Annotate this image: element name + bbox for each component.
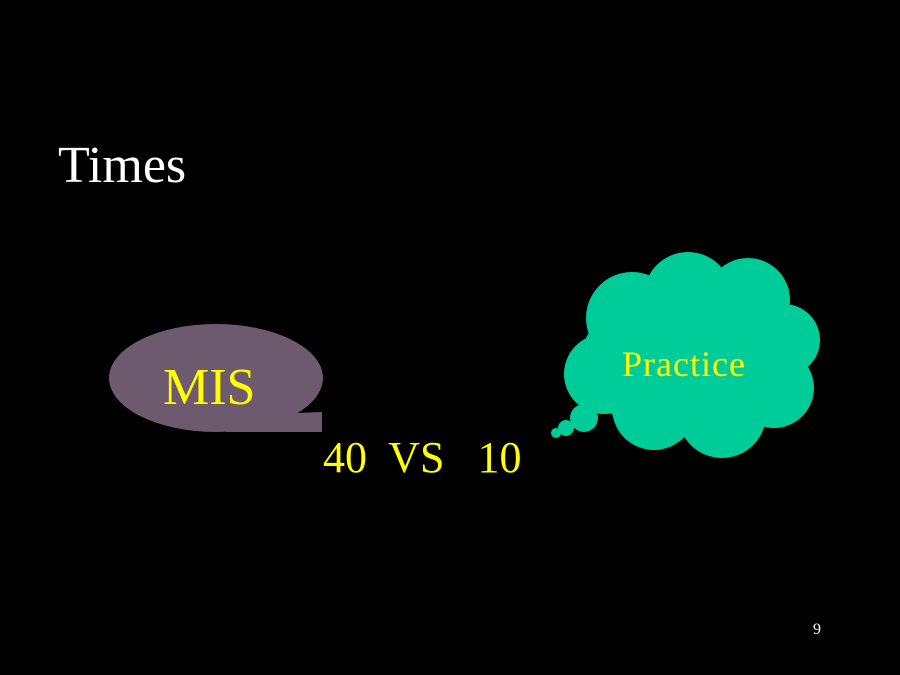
- mis-bubble-body: [109, 324, 323, 432]
- comparison-text: 40 VS 10: [323, 433, 522, 482]
- mis-bubble-tail: [225, 412, 322, 432]
- mis-label: MIS: [163, 359, 256, 416]
- page-number: 9: [813, 621, 821, 638]
- mis-speech-bubble: [109, 324, 323, 432]
- practice-thought-cloud: [551, 252, 820, 458]
- slide-title: Times: [58, 137, 187, 194]
- practice-label: Practice: [622, 344, 746, 384]
